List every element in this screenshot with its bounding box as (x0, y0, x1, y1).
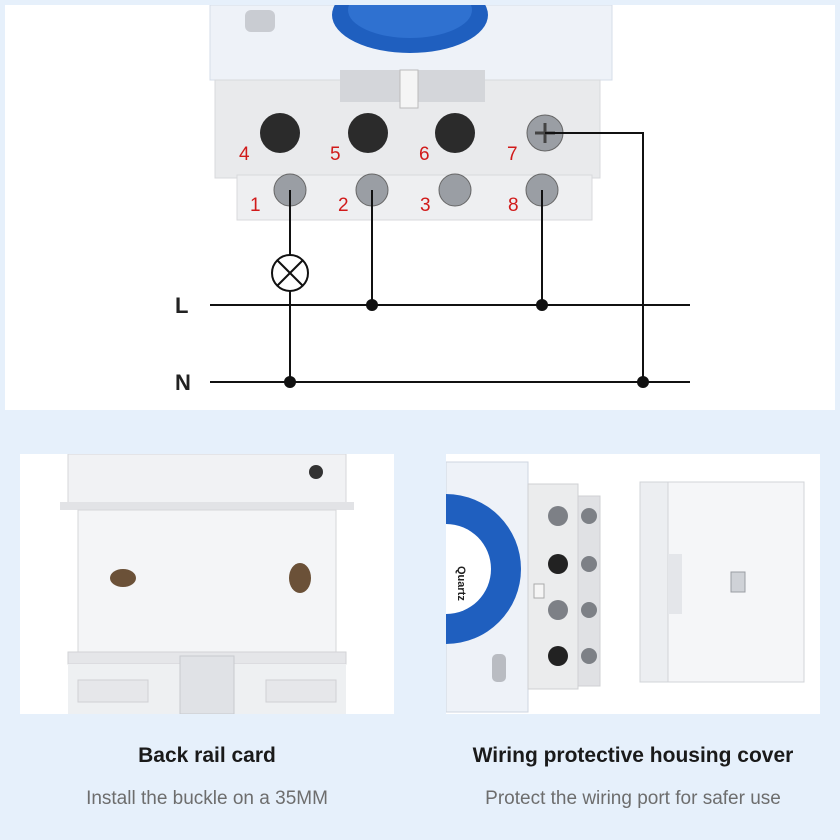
rail-card-illustration (60, 454, 354, 714)
terminal-label-3: 3 (420, 195, 431, 216)
terminal-screw-3 (438, 173, 472, 207)
housing-cover-illustration: Quartz (446, 461, 805, 713)
dial-brand: Quartz (455, 566, 467, 601)
terminal-label-8: 8 (508, 195, 519, 216)
terminal-7-wire (545, 132, 644, 382)
terminal-label-5: 5 (330, 144, 341, 165)
junction-dot (536, 299, 548, 311)
rail-card-title: Back rail card (138, 744, 276, 767)
mounting-slot (289, 563, 311, 593)
mounting-slot (110, 569, 136, 587)
timer-latch-tab (399, 69, 419, 109)
lamp-icon (271, 254, 309, 292)
rail-card-subtitle: Install the buckle on a 35MM (86, 788, 328, 809)
wiring (210, 132, 690, 383)
junction-dot (284, 376, 296, 388)
protective-cover (639, 481, 805, 683)
terminal-column (548, 506, 597, 666)
wiring-diagram: 4 5 6 7 1 2 3 8 L N (175, 5, 690, 395)
terminal-hole-4 (260, 113, 300, 153)
junction-dot (366, 299, 378, 311)
terminal-label-6: 6 (419, 144, 430, 165)
neutral-label: N (175, 370, 191, 395)
terminal-hole-6 (435, 113, 475, 153)
terminal-hole-5 (348, 113, 388, 153)
housing-cover-subtitle: Protect the wiring port for safer use (485, 788, 781, 809)
terminal-label-4: 4 (239, 144, 250, 165)
manual-switch (245, 10, 275, 32)
housing-cover-photo: Quartz (446, 454, 820, 714)
junction-dot (637, 376, 649, 388)
terminal-label-7: 7 (507, 144, 518, 165)
wiring-diagram-panel: 4 5 6 7 1 2 3 8 L N (5, 5, 835, 410)
terminal-label-1: 1 (250, 195, 261, 216)
rail-card-photo (20, 454, 394, 714)
line-label: L (175, 293, 188, 318)
rail-buckle (179, 655, 235, 714)
housing-cover-title: Wiring protective housing cover (472, 744, 794, 767)
terminal-label-2: 2 (338, 195, 349, 216)
timer-dial-inner (348, 5, 472, 38)
